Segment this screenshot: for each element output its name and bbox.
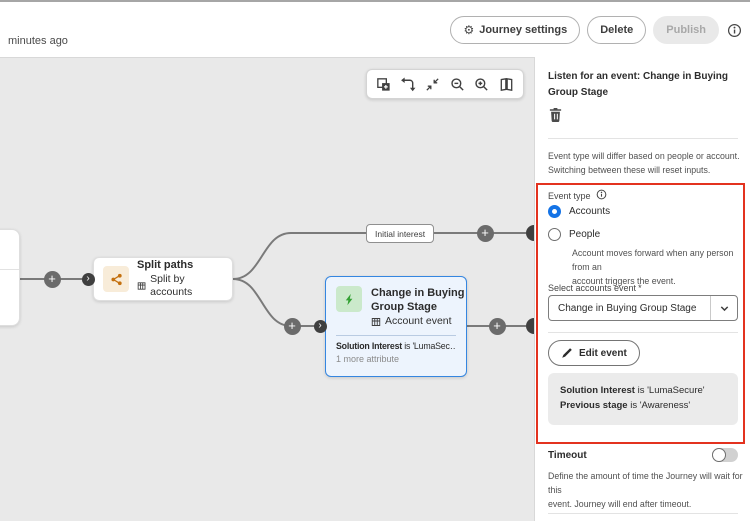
select-separator [710, 296, 711, 320]
top-bar: minutes ago ⚙ Journey settings Delete Pu… [0, 2, 750, 57]
zoom-out-icon[interactable] [446, 73, 469, 96]
split-paths-node[interactable]: Split paths Split by accounts [93, 257, 233, 301]
fit-to-screen-icon[interactable] [421, 73, 444, 96]
event-node-subtitle: Account event [385, 315, 452, 327]
split-node-title: Split paths [137, 259, 194, 271]
select-event-label: Select accounts event* [548, 283, 642, 293]
rearrange-paths-icon[interactable] [396, 73, 419, 96]
event-type-info-icon[interactable] [596, 189, 607, 202]
radio-people-label: People [569, 229, 601, 240]
path-label[interactable]: Initial interest [366, 224, 435, 243]
event-type-label-row: Event type [548, 189, 607, 202]
add-step-button[interactable]: + [476, 224, 494, 242]
event-node-more-attributes: 1 more attribute [336, 354, 400, 364]
trash-icon[interactable] [548, 107, 566, 125]
timeout-toggle[interactable] [712, 448, 738, 462]
last-saved-status: minutes ago [8, 35, 68, 47]
journey-canvas[interactable]: Split paths Split by accounts Change in … [0, 57, 534, 521]
topbar-actions: ⚙ Journey settings Delete Publish [450, 16, 742, 44]
radio-accounts-label: Accounts [569, 206, 611, 217]
gear-icon: ⚙ [463, 23, 475, 37]
accounts-event-select[interactable]: Change in Buying Group Stage [548, 295, 738, 321]
split-node-subtitle: Split by accounts [150, 273, 193, 298]
add-step-button[interactable]: + [488, 317, 506, 335]
offscreen-node-card[interactable] [0, 229, 20, 326]
delete-label: Delete [600, 24, 634, 36]
panel-divider [548, 138, 738, 139]
timeout-row: Timeout [548, 448, 738, 462]
radio-selected-icon [548, 205, 561, 218]
add-node-icon[interactable] [372, 73, 395, 96]
required-asterisk: * [638, 283, 642, 293]
path-arrow-marker: › [81, 272, 95, 286]
edit-event-button[interactable]: Edit event [548, 340, 640, 366]
path-arrow-marker: › [313, 319, 327, 333]
timeout-label: Timeout [548, 449, 587, 461]
summary-line: Previous stage is 'Awareness' [560, 400, 691, 411]
panel-title: Listen for an event: Change in Buying Gr… [548, 71, 729, 98]
delete-button[interactable]: Delete [587, 16, 647, 44]
panel-description: Event type will differ based on people o… [548, 151, 740, 175]
journey-settings-button[interactable]: ⚙ Journey settings [450, 16, 581, 44]
event-summary-box: Solution Interest is 'LumaSecure' Previo… [548, 373, 738, 425]
event-node-title: Change in Buying Group Stage [371, 287, 465, 313]
journey-settings-label: Journey settings [479, 24, 568, 36]
select-value: Change in Buying Group Stage [558, 302, 697, 314]
radio-unselected-icon [548, 228, 561, 241]
split-paths-icon [103, 266, 129, 292]
summary-line: Solution Interest is 'LumaSecure' [560, 385, 705, 396]
people-helper-text: Account moves forward when any person fr… [572, 248, 734, 286]
event-config-panel: Listen for an event: Change in Buying Gr… [534, 57, 750, 521]
node-divider [0, 269, 19, 270]
table-icon [137, 282, 146, 290]
edge-end-cap [526, 318, 534, 334]
table-icon [371, 317, 381, 326]
edge-end-cap [526, 225, 534, 241]
chevron-down-icon [711, 303, 737, 314]
pencil-icon [562, 348, 572, 358]
minimap-icon[interactable] [495, 73, 518, 96]
canvas-toolbar [366, 69, 524, 99]
window-border [0, 0, 750, 2]
node-divider [336, 335, 456, 336]
publish-label: Publish [666, 24, 706, 36]
event-lightning-icon [336, 286, 362, 312]
radio-people[interactable]: People [548, 228, 600, 241]
add-step-button[interactable]: + [43, 270, 61, 288]
edit-event-label: Edit event [579, 347, 627, 359]
publish-button[interactable]: Publish [653, 16, 719, 44]
event-type-label: Event type [548, 190, 591, 201]
event-node-attribute: Solution Interest is 'LumaSec… [336, 341, 456, 351]
add-step-button[interactable]: + [283, 317, 301, 335]
publish-info-icon[interactable] [726, 22, 742, 38]
toggle-knob [712, 448, 726, 462]
zoom-in-icon[interactable] [470, 73, 493, 96]
panel-divider [548, 332, 738, 333]
radio-accounts[interactable]: Accounts [548, 205, 610, 218]
panel-divider [548, 513, 738, 514]
timeout-description: Define the amount of time the Journey wi… [548, 471, 743, 509]
event-node-selected[interactable]: Change in Buying Group Stage Account eve… [325, 276, 467, 377]
